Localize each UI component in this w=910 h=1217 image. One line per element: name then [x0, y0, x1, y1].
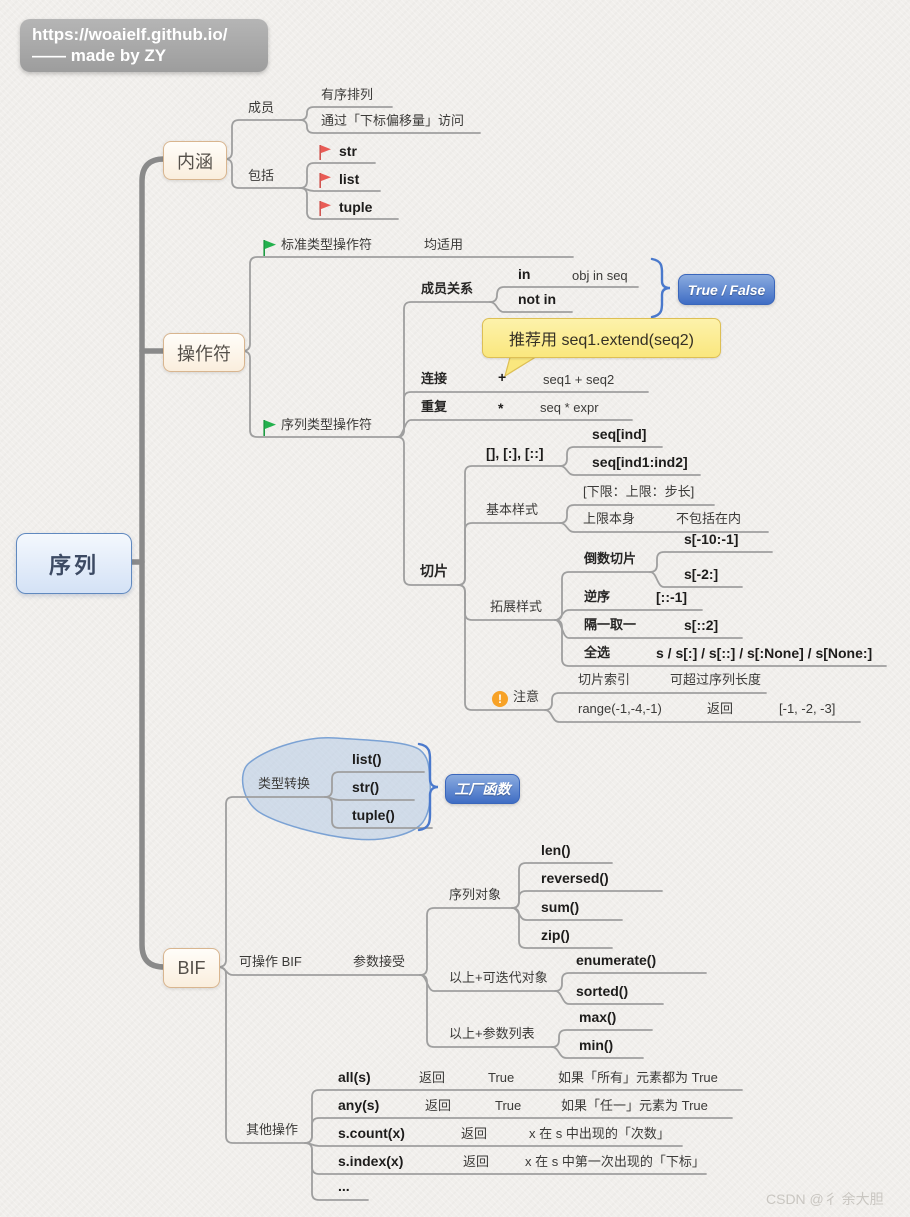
label-list-fn: list() [352, 751, 382, 767]
label-min: min() [579, 1037, 614, 1053]
label-max: max() [579, 1009, 617, 1025]
label-seq-object: 序列对象 [449, 887, 502, 902]
label-includes: 包括 [248, 168, 275, 183]
label-str: str [339, 143, 357, 159]
label-every-other: 隔一取一 [584, 617, 637, 632]
label-param-accepts: 参数接受 [353, 954, 406, 969]
label-tuple: tuple [339, 199, 373, 215]
label-count-desc: x 在 s 中出现的「次数」 [529, 1126, 670, 1141]
label-index-access: 通过「下标偏移量」访问 [321, 113, 465, 128]
label-reversed: reversed() [541, 870, 609, 886]
label-slice-syntax: [], [:], [::] [486, 445, 544, 461]
label-select-all: 全选 [584, 645, 611, 660]
topic-connotation: 内涵 [163, 141, 227, 180]
label-member: 成员 [248, 100, 275, 115]
green-flag-icon [263, 240, 276, 256]
label-plus-iterable: 以上+可迭代对象 [449, 970, 548, 985]
label-neg-ex1: s[-10:-1] [684, 531, 739, 547]
label-type-convert: 类型转换 [258, 776, 311, 791]
label-len: len() [541, 842, 571, 858]
warning-icon: ! [492, 691, 508, 707]
label-all-applicable: 均适用 [424, 237, 464, 252]
label-obj-in-seq: obj in seq [572, 268, 628, 283]
label-note: 注意 [513, 689, 540, 704]
label-any-fn: any(s) [338, 1097, 380, 1113]
callout-factory-functions: 工厂函数 [445, 774, 520, 804]
label-concat-example: seq1 + seq2 [543, 372, 615, 387]
credit-author: —— made by ZY [32, 46, 167, 65]
topic-operators: 操作符 [163, 333, 245, 372]
curly-brace-icon [417, 257, 671, 832]
credit-url: https://woaielf.github.io/ [32, 25, 228, 44]
label-more-ops: ... [338, 1178, 350, 1194]
label-in: in [518, 266, 531, 282]
label-extended-style: 拓展样式 [490, 599, 543, 614]
label-plus-args: 以上+参数列表 [449, 1026, 535, 1041]
label-all-value: True [488, 1070, 515, 1085]
label-zip: zip() [541, 927, 570, 943]
result-true-false: True / False [678, 274, 775, 305]
red-flag-icon [319, 173, 331, 188]
label-str-fn: str() [352, 779, 380, 795]
label-not-in: not in [518, 291, 557, 307]
label-negative-slice: 倒数切片 [584, 551, 637, 566]
main-spine [127, 156, 167, 970]
label-range-call: range(-1,-4,-1) [578, 701, 662, 716]
label-slice: 切片 [420, 563, 448, 579]
label-operable-bif: 可操作 BIF [239, 954, 302, 969]
label-every-other-ex: s[::2] [684, 617, 719, 633]
label-seq-ind1-ind2: seq[ind1:ind2] [592, 454, 688, 470]
topic-bif: BIF [163, 948, 220, 988]
root-topic: 序列 [16, 533, 132, 594]
label-neg-ex2: s[-2:] [684, 566, 719, 582]
label-seq-operators: 序列类型操作符 [281, 417, 373, 432]
csdn-watermark: CSDN @彳 余大胆 [766, 1191, 884, 1207]
label-count-fn: s.count(x) [338, 1125, 405, 1141]
label-repeat-example: seq * expr [540, 400, 599, 415]
label-upper-bound: 上限本身 [583, 511, 636, 526]
label-index-fn: s.index(x) [338, 1153, 404, 1169]
label-star-op: * [498, 400, 504, 416]
label-count-returns: 返回 [461, 1126, 488, 1141]
label-exceed-length: 可超过序列长度 [670, 672, 762, 687]
label-select-all-ex: s / s[:] / s[::] / s[:None] / s[None:] [656, 645, 873, 661]
label-any-returns: 返回 [425, 1098, 452, 1113]
label-sum: sum() [541, 899, 580, 915]
label-all-cond: 如果「所有」元素都为 True [558, 1070, 718, 1085]
red-flag-icon [319, 145, 331, 160]
label-repeat: 重复 [421, 399, 448, 414]
label-tuple-fn: tuple() [352, 807, 395, 823]
red-flag-icon [319, 201, 331, 216]
label-plus-op: + [498, 369, 507, 385]
label-index-returns: 返回 [463, 1154, 490, 1169]
label-upper-note: 不包括在内 [676, 511, 742, 526]
label-other-ops: 其他操作 [246, 1122, 299, 1137]
label-index-desc: x 在 s 中第一次出现的「下标」 [525, 1154, 705, 1169]
label-ordered: 有序排列 [321, 87, 374, 102]
label-concat: 连接 [421, 371, 448, 386]
label-slice-format: [下限：上限：步长] [583, 484, 695, 499]
label-seq-ind: seq[ind] [592, 426, 647, 442]
label-membership: 成员关系 [421, 281, 474, 296]
label-std-operators: 标准类型操作符 [281, 237, 373, 252]
label-sorted: sorted() [576, 983, 629, 999]
label-range-result: [-1, -2, -3] [779, 701, 836, 716]
label-enumerate: enumerate() [576, 952, 657, 968]
green-flag-icon [263, 420, 276, 436]
label-range-returns: 返回 [707, 701, 734, 716]
label-any-cond: 如果「任一」元素为 True [561, 1098, 708, 1113]
label-reverse-ex: [::-1] [656, 589, 688, 605]
label-reverse: 逆序 [584, 589, 611, 604]
label-slice-index: 切片索引 [578, 672, 631, 687]
label-all-returns: 返回 [419, 1070, 446, 1085]
label-all-fn: all(s) [338, 1069, 371, 1085]
callout-extend-tip: 推荐用 seq1.extend(seq2) [482, 318, 721, 358]
label-any-value: True [495, 1098, 522, 1113]
credit-badge: https://woaielf.github.io/ —— made by ZY [20, 19, 268, 72]
label-list: list [339, 171, 360, 187]
label-basic-style: 基本样式 [486, 502, 539, 517]
